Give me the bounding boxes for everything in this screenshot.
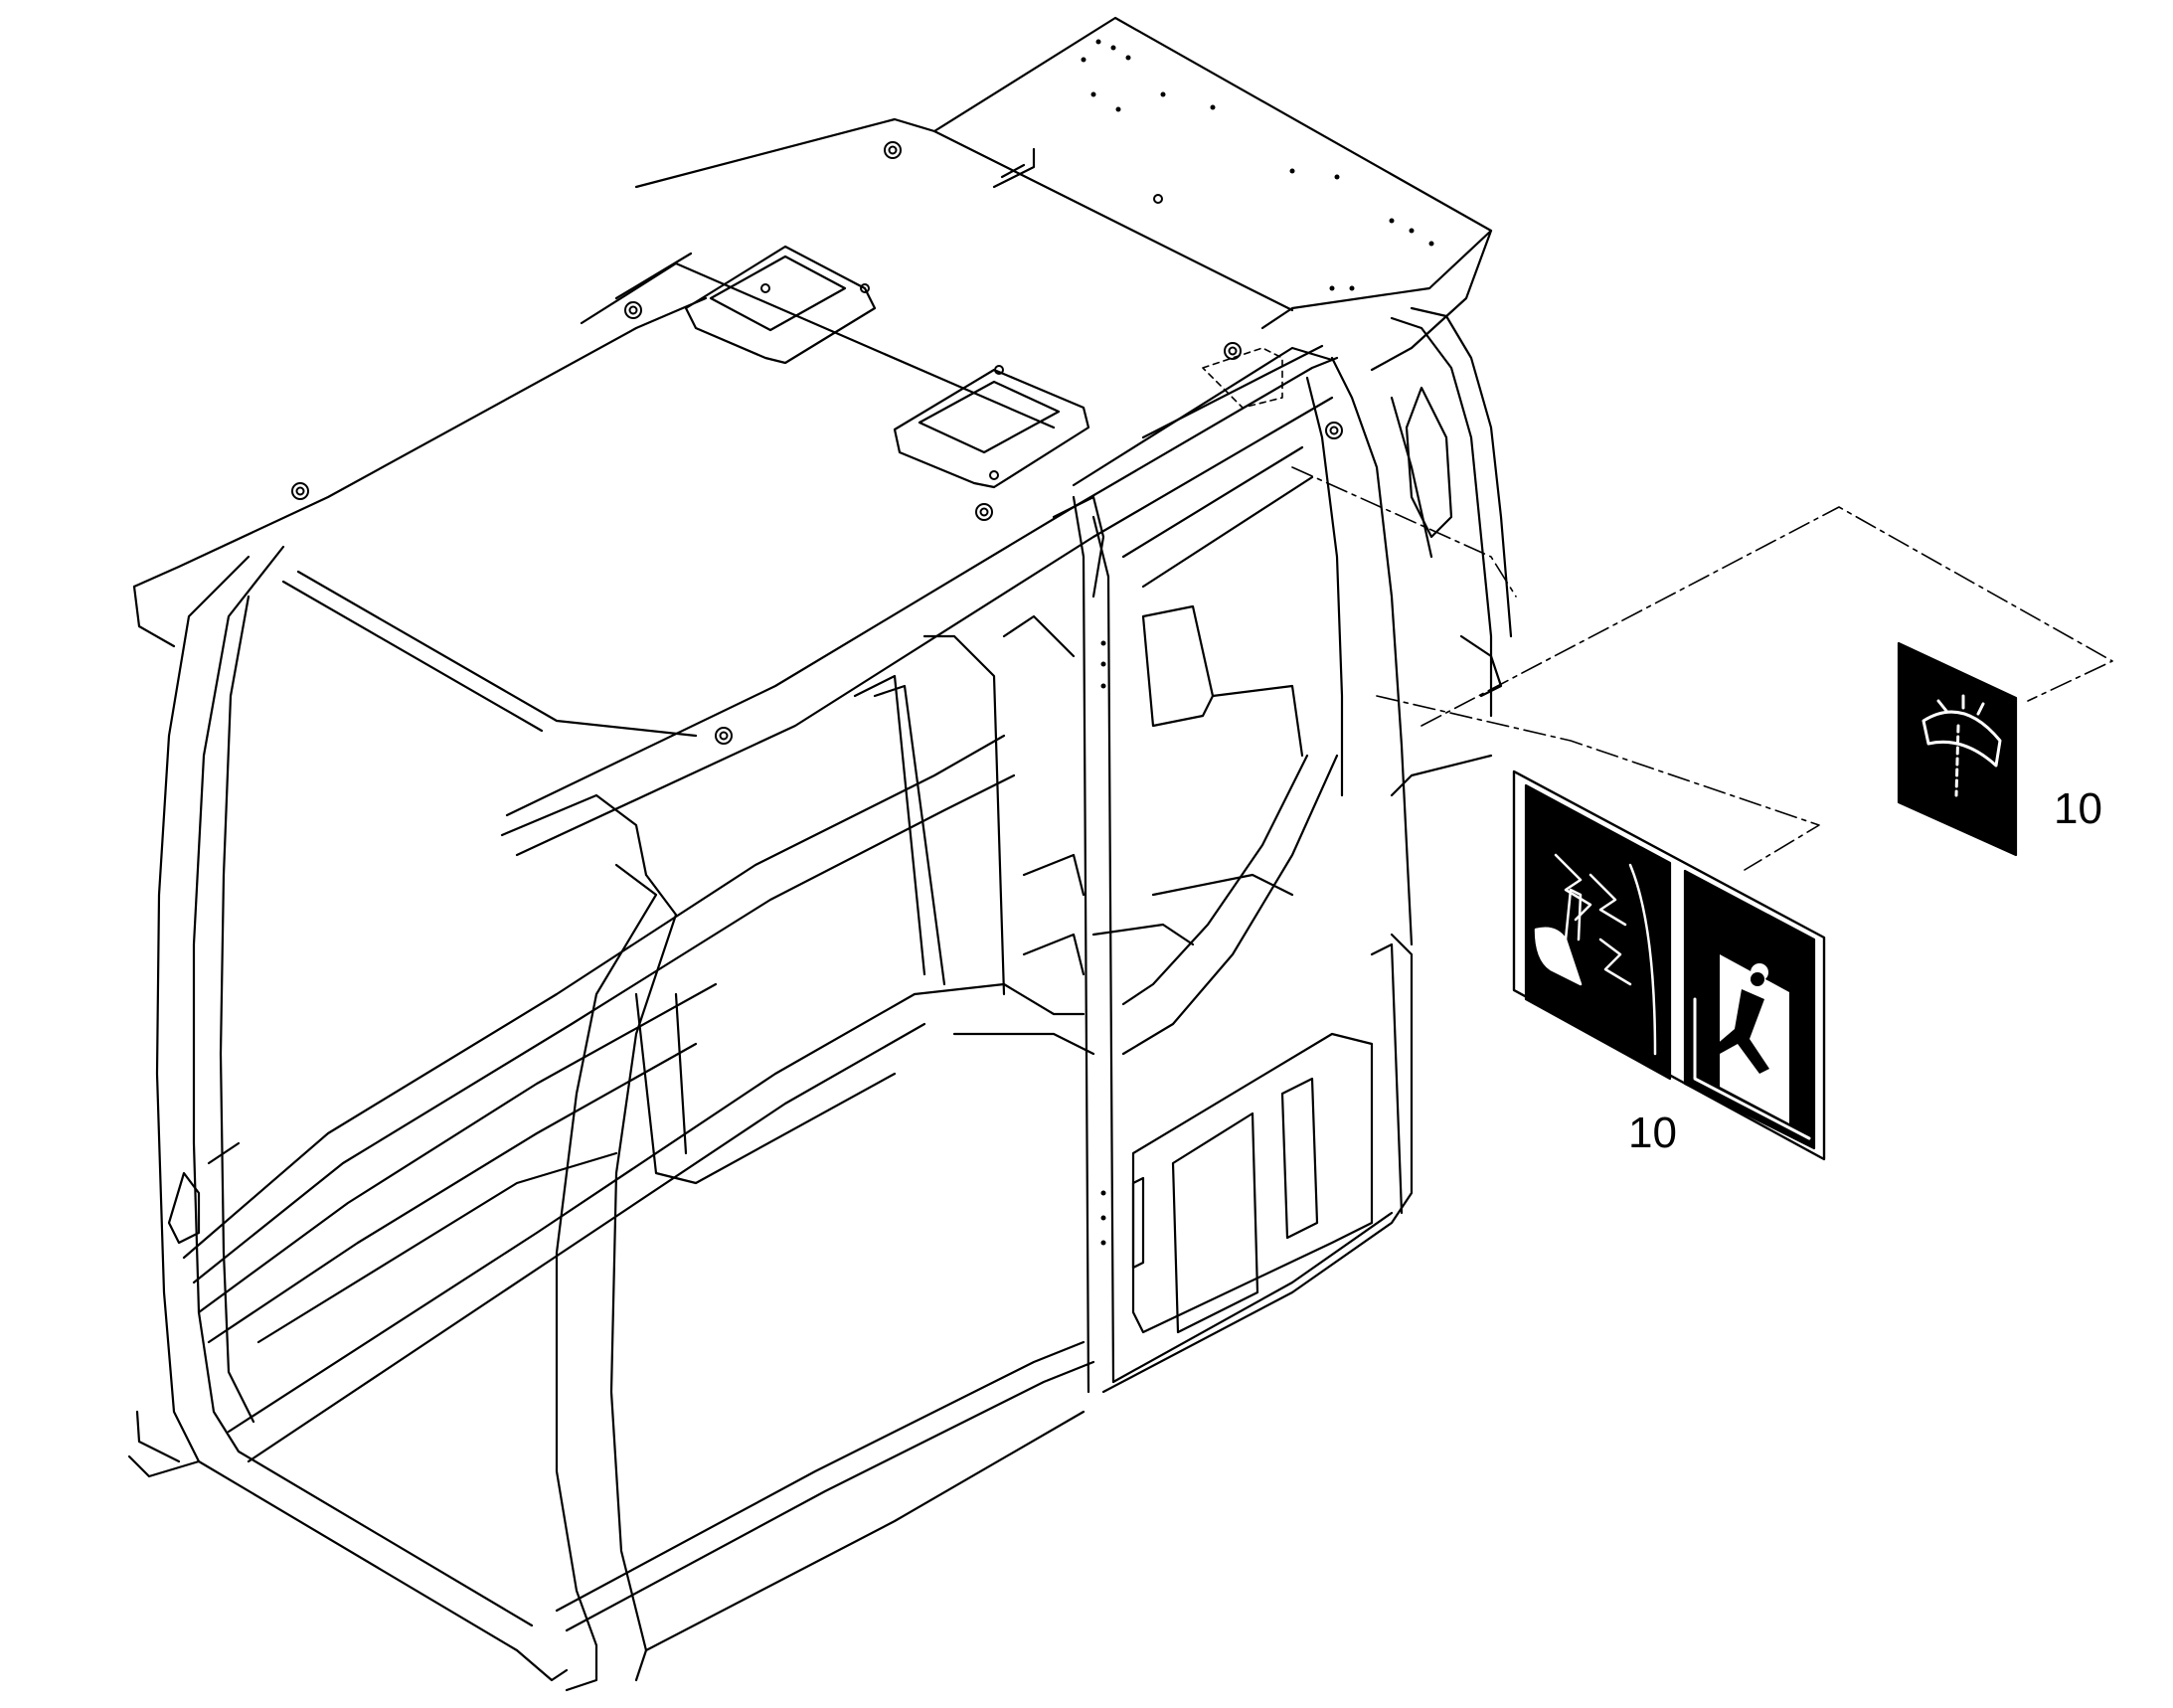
bolt-markers: [291, 141, 1343, 745]
center-pillar: [1072, 356, 1414, 1394]
callout-exit-decal: 10: [1628, 1109, 1677, 1157]
hammer-exit-decal: [1512, 769, 1826, 1161]
rear-right-pillar: [1390, 306, 1513, 797]
callout-washer-decal: 10: [2054, 784, 2102, 833]
roof-panel: [580, 16, 1493, 489]
glass-breaking-hammer-icon: [1534, 853, 1657, 1056]
windshield-washer-icon: [1922, 694, 2002, 797]
top-beam: [500, 356, 1339, 1692]
front-windshield-frame: [127, 296, 1016, 1682]
rivet-holes: [1081, 39, 1434, 1246]
windshield-washer-decal: [1897, 641, 2018, 857]
leader-lines: [1291, 466, 2113, 871]
floor-frame: [227, 604, 1304, 1652]
emergency-exit-icon: [1693, 954, 1811, 1140]
